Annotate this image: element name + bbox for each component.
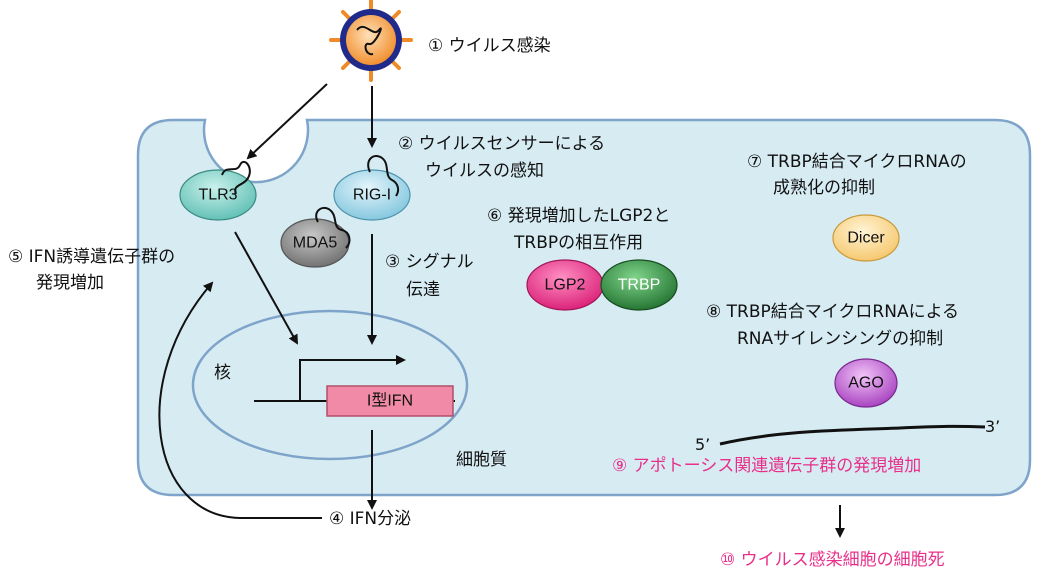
arrow-feedback: [158, 281, 322, 519]
step1-label: ① ウイルス感染: [428, 36, 551, 56]
step8-line2: RNAサイレンシングの抑制: [737, 329, 943, 349]
step10-label: ⑩ ウイルス感染細胞の細胞死: [720, 550, 945, 570]
step7-line2: 成熟化の抑制: [773, 177, 875, 198]
promoter-arrow: [299, 355, 406, 401]
rna-3-prime: 3’: [985, 417, 1000, 436]
nucleus: [191, 309, 469, 461]
trbp-label: TRBP: [618, 277, 661, 294]
step2-line1: ② ウイルスセンサーによる: [398, 134, 605, 154]
mda5-label: MDA5: [293, 235, 338, 252]
step4-label: ④ IFN分泌: [329, 509, 411, 529]
step6-line1: ⑥ 発現増加したLGP2と: [487, 206, 670, 226]
ago-label: AGO: [848, 375, 884, 392]
step9-label: ⑨ アポトーシス関連遺伝子群の発現増加: [612, 456, 921, 476]
rna-strand-rigi: [367, 154, 400, 197]
lgp2-label: LGP2: [545, 277, 586, 294]
rna-5-prime: 5’: [695, 435, 710, 454]
gene-box: [326, 385, 454, 417]
rna-strand-mda5: [315, 206, 351, 249]
step3-line2: 伝達: [406, 280, 440, 300]
tlr3-label: TLR3: [198, 187, 237, 204]
step7-line1: ⑦ TRBP結合マイクロRNAの: [747, 152, 967, 172]
mirna-target-rna: [719, 424, 986, 446]
nucleus-label: 核: [214, 363, 231, 383]
gene-label: I型IFN: [367, 392, 413, 410]
step3-line1: ③ シグナル: [385, 252, 474, 272]
step5-line2: 発現増加: [36, 273, 104, 293]
step8-line1: ⑧ TRBP結合マイクロRNAによる: [706, 302, 959, 322]
rigi-molecule: [333, 169, 411, 221]
cytoplasm-label: 細胞質: [456, 450, 507, 470]
ago-molecule: [834, 358, 898, 408]
rna-strand-tlr3: [221, 160, 251, 195]
virus-icon: [329, 0, 413, 82]
trbp-molecule: [600, 259, 678, 311]
rigi-label: RIG-I: [353, 187, 391, 204]
dicer-label: Dicer: [847, 230, 885, 247]
arrow-virus-to-tlr3: [246, 83, 328, 160]
dicer-molecule: [832, 214, 900, 262]
step6-line2: TRBPの相互作用: [513, 233, 643, 253]
step2-line2: ウイルスの感知: [425, 161, 544, 181]
step5-line1: ⑤ IFN誘導遺伝子群の: [8, 247, 175, 267]
arrow-tlr3-to-nucleus: [234, 231, 298, 345]
tlr3-molecule: [179, 169, 257, 221]
